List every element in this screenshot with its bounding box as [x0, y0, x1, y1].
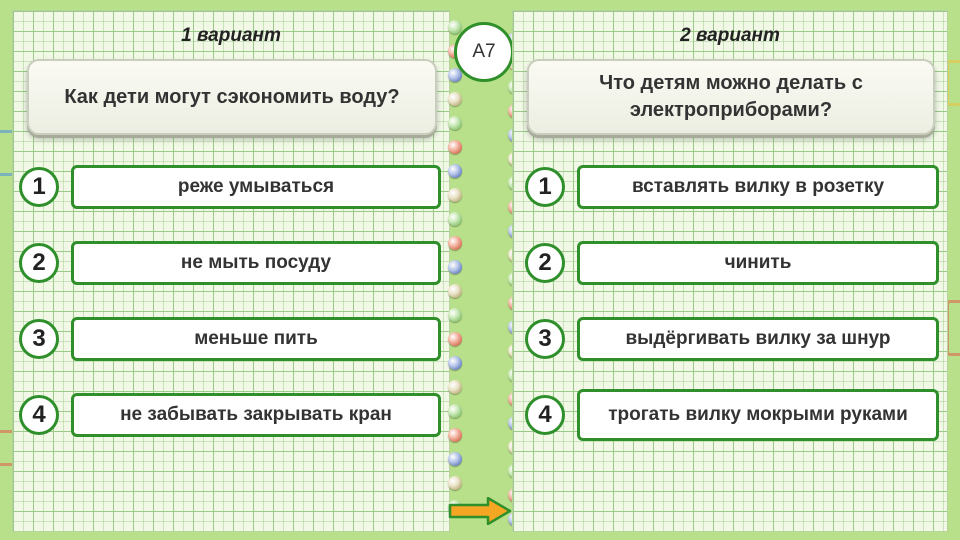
variant-1-title: 1 вариант	[181, 25, 281, 46]
decor-bead	[448, 356, 462, 370]
decor-bead	[448, 308, 462, 322]
variant-2-answer-1[interactable]: 1 вставлять вилку в розетку	[525, 165, 939, 215]
answer-number: 2	[525, 243, 565, 283]
arrow-right-icon[interactable]	[448, 497, 512, 525]
answer-text[interactable]: реже умываться	[71, 165, 441, 209]
answer-number: 4	[525, 395, 565, 435]
variant-2-panel: 2 вариант Что детям можно делать с элект…	[512, 10, 948, 532]
variant-1-answer-2[interactable]: 2 не мыть посуду	[19, 241, 441, 291]
answer-text[interactable]: чинить	[577, 241, 939, 285]
decor-bead	[448, 212, 462, 226]
answer-number: 1	[525, 167, 565, 207]
answer-text[interactable]: меньше пить	[71, 317, 441, 361]
decor-bead	[448, 20, 462, 34]
variant-1-panel: 1 вариант Как дети могут сэкономить воду…	[12, 10, 450, 532]
decor-bead	[448, 140, 462, 154]
variant-2-answer-2[interactable]: 2 чинить	[525, 241, 939, 291]
decor-bead	[448, 332, 462, 346]
decor-bead	[448, 476, 462, 490]
decor-bead	[448, 428, 462, 442]
answer-text[interactable]: выдёргивать вилку за шнур	[577, 317, 939, 361]
variant-1-answer-4[interactable]: 4 не забывать закрывать кран	[19, 393, 441, 443]
decor-bead	[448, 404, 462, 418]
question-number-badge: А7	[454, 22, 514, 82]
answer-number: 2	[19, 243, 59, 283]
answer-number: 3	[19, 319, 59, 359]
variant-2-answer-3[interactable]: 3 выдёргивать вилку за шнур	[525, 317, 939, 367]
answer-number: 4	[19, 395, 59, 435]
decor-bead	[448, 380, 462, 394]
variant-2-answer-4[interactable]: 4 трогать вилку мокрыми руками	[525, 389, 939, 443]
decor-square	[946, 300, 960, 356]
decor-bead	[448, 260, 462, 274]
answer-text[interactable]: вставлять вилку в розетку	[577, 165, 939, 209]
answer-text[interactable]: трогать вилку мокрыми руками	[577, 389, 939, 441]
decor-bead	[448, 452, 462, 466]
decor-bead	[448, 284, 462, 298]
decor-bead	[448, 164, 462, 178]
decor-bead	[448, 188, 462, 202]
answer-number: 3	[525, 319, 565, 359]
decor-bead	[448, 116, 462, 130]
answer-text[interactable]: не забывать закрывать кран	[71, 393, 441, 437]
variant-1-answer-3[interactable]: 3 меньше пить	[19, 317, 441, 367]
decor-bead	[448, 92, 462, 106]
answer-text[interactable]: не мыть посуду	[71, 241, 441, 285]
variant-1-answer-1[interactable]: 1 реже умываться	[19, 165, 441, 215]
decor-square	[946, 60, 960, 106]
answer-number: 1	[19, 167, 59, 207]
decor-bead	[448, 236, 462, 250]
variant-1-question: Как дети могут сэкономить воду?	[27, 59, 437, 135]
variant-2-question: Что детям можно делать с электроприборам…	[527, 59, 935, 135]
variant-2-title: 2 вариант	[680, 25, 780, 46]
decor-bead	[448, 68, 462, 82]
